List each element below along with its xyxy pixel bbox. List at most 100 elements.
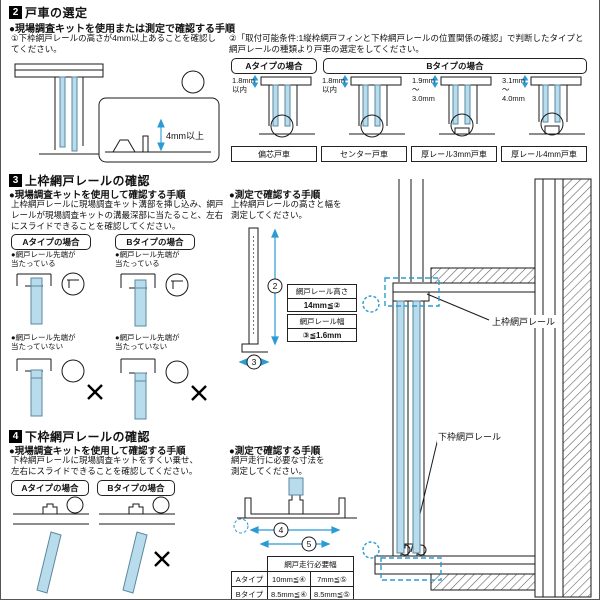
callout-5-icon [301,536,317,552]
section2-title: 戸車の選定 [25,6,88,20]
svg-text:4: 4 [279,525,284,535]
callout-3-icon [246,354,262,370]
s4-kit-diagram-b [99,496,175,594]
s4-type-a-header: Aタイプの場合 [11,480,89,496]
row-v2: 7mm≦⑤ [309,571,354,587]
s3-ng-label-a: ●網戸レール先端が 当たっていない [11,333,76,351]
roller-label-1: 偏芯戸車 [231,146,317,162]
rail-width-label: 網戸レール幅 [288,315,356,329]
ok-circle-icon [165,273,189,297]
section3-kit-desc: 上枠網戸レールに現場調査キット溝部を挿し込み、網戸レールが現場調査キットの溝最深… [11,199,224,232]
s4-type-b-header: Bタイプの場合 [97,480,175,496]
dimension-arrow-icon [341,75,349,88]
roller-dim-1: 1.8mm 以内 [232,76,255,94]
row-v2: 8.5mm≦⑤ [309,586,354,599]
rail-height-callout: 網戸レール高さ 14mm≦② [287,284,357,312]
lower-rail-label: 下枠網戸レール [437,430,503,443]
highlight-dashed-icon [362,277,442,581]
window-vertical-section-drawing [362,178,592,598]
ok-circle-icon [66,496,84,514]
section4-number-badge: 4 [9,430,22,443]
s3-ng-label-b: ●網戸レール先端が 当たっていない [115,333,180,351]
s3-measure-desc: 上枠網戸レールの高さと幅を 測定してください。 [231,199,342,221]
roller-diagram-2 [341,75,405,138]
table-row: Aタイプ 10mm≦④ 7mm≦⑤ [231,571,354,587]
svg-text:5: 5 [307,539,312,549]
s3-ruler-diagram: 2 3 [238,227,283,370]
ng-cross-icon [191,385,207,401]
section2-header: 2 戸車の選定 [9,4,88,21]
section3-number-badge: 3 [9,174,22,187]
dimension-arrow-icon [157,118,165,152]
s3-ng-diagram-b [120,358,207,420]
svg-text:3: 3 [252,357,257,367]
roller-dim-3: 1.9mm 〜 3.0mm [412,76,435,103]
s3-type-b-header: Bタイプの場合 [115,234,195,250]
detail-circle-icon [61,359,85,383]
section2-subtitle: ●現場調査キットを使用または測定で確認する手順 [9,24,236,35]
s4-measure-desc: 網戸走行に必要な寸法を 測定してください。 [231,455,325,477]
rail-width-value: ③≦1.6mm [302,330,342,340]
s3-ng-diagram-a [16,358,103,417]
roller-circle-icon [270,114,294,138]
section4-kit-title: ●現場調査キットを使用して確認する手順 [9,446,186,457]
row-v1: 8.5mm≦④ [267,586,311,599]
roller-circle-icon [360,114,384,138]
section3-kit-title: ●現場調査キットを使用して確認する手順 [9,190,186,201]
svg-text:2: 2 [273,281,278,291]
section2-step2: ②「取付可能条件:1縦枠網戸フィンと下枠網戸レールの位置関係の確認」で判断したタ… [229,33,584,55]
s3-ok-label-b: ●網戸レール先端が 当たっている [115,250,180,268]
detail-circle-icon [165,360,189,384]
rail-width-callout: 網戸レール幅 ③≦1.6mm [287,314,357,342]
dimension-arrow-icon [251,75,259,88]
detail-circle-icon [152,496,170,514]
roller-diagram-3 [431,75,495,137]
roller-circle-icon [540,112,564,136]
s3-measure-title: ●測定で確認する手順 [229,190,321,201]
s4-measure-title: ●測定で確認する手順 [229,446,321,457]
dimension-arrow-icon [238,228,279,366]
ok-circle-icon [61,272,85,296]
dimension-arrow-icon [521,75,529,88]
type-a-header: Aタイプの場合 [231,58,317,74]
callout-2-icon [267,278,283,294]
section4-kit-desc: 下枠網戸レールに現場調査キットをすくい乗せ、 左右にスライドできることを確認して… [11,455,199,477]
detail-circle-icon [181,70,205,94]
s4-kit-diagram-a [13,496,89,594]
upper-rail-label: 上枠網戸レール [491,315,557,328]
roller-diagram-1 [251,75,315,138]
dimension-arrow-icon [431,75,439,88]
roller-label-2: センター戸車 [321,146,407,162]
rail-height-value: 14mm≦② [303,300,341,310]
roller-label-4: 厚レール4mm戸車 [501,146,587,162]
row-v1: 10mm≦④ [267,571,311,587]
lower-rail-height-diagram: 4mm以上 [14,63,220,163]
section3-title: 上枠網戸レールの確認 [25,174,151,188]
section4-title: 下枠網戸レールの確認 [25,430,151,444]
row-type: Aタイプ [231,571,268,587]
roller-dim-2: 1.8mm 以内 [322,76,345,94]
table-row: Bタイプ 8.5mm≦④ 8.5mm≦⑤ [231,586,354,599]
section4-header: 4 下枠網戸レールの確認 [9,428,150,445]
roller-dim-4: 3.1mm 〜 4.0mm [502,76,525,103]
travel-width-title: 網戸走行必要幅 [267,556,354,572]
s4-sill-measure-diagram: 4 5 [233,477,357,552]
dim-4mm-label: 4mm以上 [166,131,204,141]
s3-type-a-header: Aタイプの場合 [11,234,91,250]
section2-step1: ①下枠網戸レールの高さが4mm以上あることを確認してください。 [11,33,217,55]
callout-4-icon [273,522,289,538]
section3-header: 3 上枠網戸レールの確認 [9,172,150,189]
type-b-header: Bタイプの場合 [323,58,587,74]
section2-number-badge: 2 [9,6,22,19]
roller-circle-icon [450,113,474,137]
rail-height-label: 網戸レール高さ [288,285,356,299]
s3-ok-diagram-a [16,272,85,325]
ng-cross-icon [87,384,103,400]
ng-cross-icon [154,551,170,567]
dimension-arrow-icon [249,526,341,548]
travel-width-table: 網戸走行必要幅 Aタイプ 10mm≦④ 7mm≦⑤ Bタイプ 8.5mm≦④ 8… [231,556,354,599]
s3-ok-diagram-b [120,273,189,327]
highlight-dashed-icon [233,518,249,534]
roller-label-3: 厚レール3mm戸車 [411,146,497,162]
